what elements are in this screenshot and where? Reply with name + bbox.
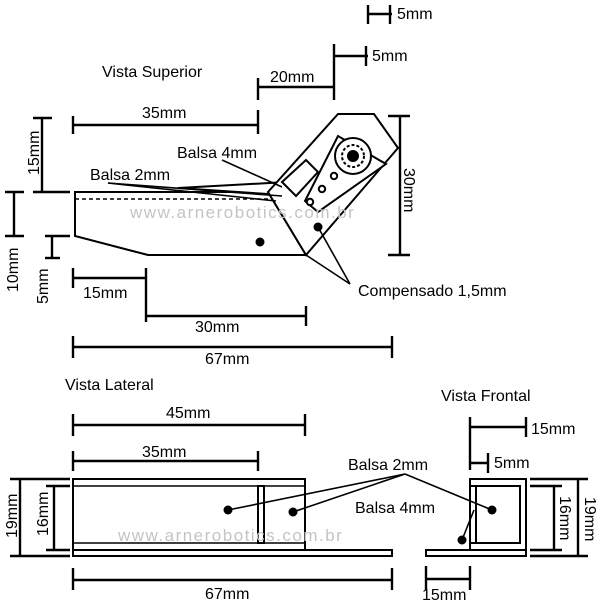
dim-label-67mm-top: 67mm: [205, 351, 249, 368]
top-view: Vista Superior Balsa 4mm Balsa 2mm Compe…: [5, 5, 507, 368]
leader-balsa4-top: [221, 159, 283, 188]
top-horn-hole: [305, 197, 315, 207]
dim-label-5mm-vertical: 5mm: [35, 268, 52, 304]
side-balsa4-post: [257, 485, 265, 544]
dim-label-45mm: 45mm: [166, 405, 210, 422]
dim-label-19mm-side: 19mm: [4, 494, 21, 538]
dim-label-5mm-b: 5mm: [372, 48, 408, 65]
label-balsa-2mm-side: Balsa 2mm: [348, 457, 428, 474]
side-view-title: Vista Lateral: [65, 377, 154, 394]
top-balsa4-block: [280, 158, 320, 198]
leader-balsa2-top-a: [107, 182, 283, 197]
dim-label-16mm-side: 16mm: [35, 492, 52, 536]
dim-label-19mm-front: 19mm: [581, 497, 598, 541]
leader-balsa4-front: [461, 509, 475, 541]
dim-label-15mm-horizontal: 15mm: [83, 285, 127, 302]
dim-label-5mm-front: 5mm: [494, 455, 530, 472]
dim-label-30mm-horizontal: 30mm: [195, 319, 239, 336]
side-view: Vista Lateral 45mm 35mm 19mm 16mm: [4, 377, 406, 603]
dim-label-10mm-vertical: 10mm: [5, 248, 22, 292]
leader-plywood-b: [305, 254, 351, 285]
dim-label-15mm-front-top: 15mm: [531, 421, 575, 438]
top-horn-hole: [317, 184, 327, 194]
watermark-top: www.arnerobotics.com.br: [129, 203, 355, 222]
top-horn-screw: [347, 150, 359, 162]
front-view-title: Vista Frontal: [441, 388, 531, 405]
leader-balsa2-side-a: [227, 473, 406, 511]
leader-balsa2-front: [404, 473, 493, 511]
label-compensado: Compensado 1,5mm: [358, 283, 507, 300]
top-horn-hole: [329, 171, 339, 181]
side-body: [72, 478, 306, 551]
dim-label-67mm-side: 67mm: [205, 586, 249, 603]
leader-balsa2-side-b: [292, 473, 406, 513]
dim-label-35mm-top: 35mm: [142, 105, 186, 122]
leader-plywood-a: [317, 226, 351, 285]
dim-label-20mm: 20mm: [270, 69, 314, 86]
top-arm-body: [74, 191, 308, 256]
watermark-side: www.arnerobotics.com.br: [117, 526, 343, 545]
top-balsa2-marker: [255, 237, 265, 247]
label-balsa-2mm-top: Balsa 2mm: [90, 167, 170, 184]
top-view-title: Vista Superior: [102, 64, 203, 81]
dim-label-30mm-vertical: 30mm: [400, 168, 417, 212]
leader-balsa2-top-b: [107, 182, 277, 202]
label-balsa-4mm-top: Balsa 4mm: [177, 145, 257, 162]
dim-label-5mm-a: 5mm: [397, 6, 433, 23]
dim-label-15mm-vertical: 15mm: [26, 131, 43, 175]
front-view: Vista Frontal Balsa 2mm Balsa 4mm 15mm 5…: [348, 388, 598, 603]
label-balsa-4mm-side: Balsa 4mm: [355, 500, 435, 517]
dim-label-16mm-front: 16mm: [556, 496, 573, 540]
dim-label-15mm-front-bottom: 15mm: [422, 587, 466, 603]
dim-label-35mm-side: 35mm: [142, 444, 186, 461]
front-inner: [475, 485, 521, 544]
